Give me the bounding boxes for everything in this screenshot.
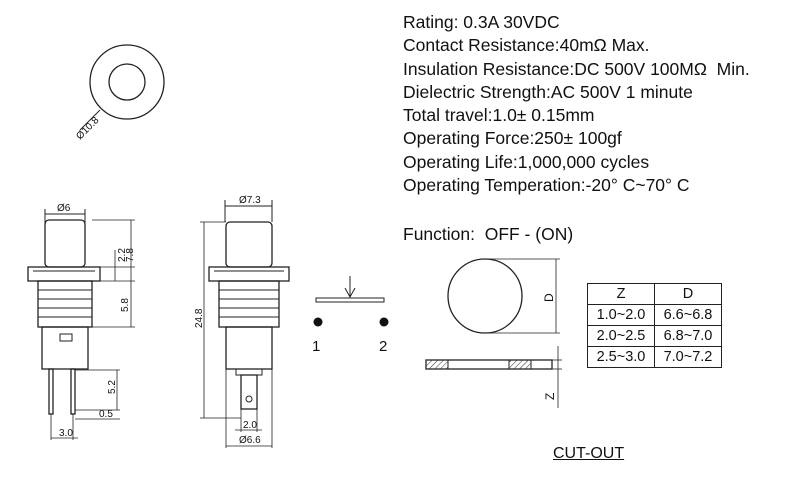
side-bottom-diameter-label: Ø6.6 (239, 435, 261, 446)
side-threaded-body (218, 280, 280, 328)
side-view: Ø7.3 24.8 2.0 Ø6.6 (194, 195, 290, 448)
cutout-z-label: Z (543, 393, 557, 400)
front-dim-pin-len: 5.2 (107, 380, 118, 394)
front-pin-left (48, 368, 54, 415)
side-dim-pin: 2.0 (243, 420, 257, 431)
schematic-arrow (344, 287, 356, 299)
front-dim-pin-thk: 0.5 (99, 409, 113, 420)
schematic-terminal-1 (313, 317, 323, 327)
front-head-diameter-label: Ø6 (57, 203, 71, 214)
table-cell: 1.0~2.0 (587, 304, 655, 326)
front-cap (44, 219, 86, 268)
side-lower-body (225, 326, 273, 370)
spec-operating-life: Operating Life:1,000,000 cycles (403, 151, 650, 172)
cutout-hole (447, 258, 523, 334)
function-label: Function: OFF - (ON) (403, 224, 574, 244)
table-cell: 7.0~7.2 (654, 346, 722, 368)
spec-operating-force: Operating Force:250± 100gf (403, 128, 622, 149)
table-cell: 2.0~2.5 (587, 325, 655, 347)
table-row: 2.0~2.5 6.8~7.0 (587, 325, 722, 347)
schematic-terminal-2 (379, 317, 389, 327)
switch-schematic: 1 2 (312, 276, 389, 355)
table-row: 1.0~2.0 6.6~6.8 (587, 304, 722, 326)
spec-insulation-resistance: Insulation Resistance:DC 500V 100MΩ Min. (403, 58, 750, 79)
side-flange (208, 266, 290, 282)
table-header-z: Z (587, 283, 655, 305)
spec-contact-resistance: Contact Resistance:40mΩ Max. (403, 35, 650, 56)
front-dim-pin-pitch: 3.0 (59, 428, 73, 439)
cutout-view: D Z (425, 258, 562, 408)
side-cap (225, 221, 273, 268)
cutout-caption: CUT-OUT (553, 445, 625, 462)
schematic-pin1-label: 1 (312, 338, 320, 355)
top-view: Ø10.8 (74, 44, 165, 142)
cutout-d-label: D (542, 293, 556, 302)
table-header-d: D (654, 283, 722, 305)
table-cell: 6.6~6.8 (654, 304, 722, 326)
front-dim-total-top: 7.8 (125, 248, 136, 262)
side-dim-total: 24.8 (194, 308, 205, 328)
top-view-outer-circle (89, 44, 165, 120)
spec-total-travel: Total travel:1.0± 0.15mm (403, 105, 595, 126)
side-pin (240, 374, 258, 410)
front-lower-body (41, 326, 89, 370)
front-threaded-body (37, 280, 93, 328)
top-view-diameter-label: Ø10.8 (74, 115, 101, 142)
spec-dielectric-strength: Dielectric Strength:AC 500V 1 minute (403, 81, 693, 102)
table-header-row: Z D (587, 283, 722, 305)
spec-operating-temperature: Operating Temperation:-20° C~70° C (403, 175, 690, 196)
front-pin-right (70, 368, 76, 415)
side-head-diameter-label: Ø7.3 (239, 195, 261, 206)
spec-list: Rating: 0.3A 30VDC Contact Resistance:40… (403, 11, 750, 197)
table-cell: 2.5~3.0 (587, 346, 655, 368)
front-flange (27, 266, 101, 282)
z-d-table: Z D 1.0~2.0 6.6~6.8 2.0~2.5 6.8~7.0 2.5~… (587, 283, 722, 368)
spec-rating: Rating: 0.3A 30VDC (403, 12, 560, 32)
front-view: Ø6 2.2 7.8 5.8 5.2 0.5 (27, 203, 136, 440)
front-dim-mid: 5.8 (120, 298, 131, 312)
schematic-contact-bar (315, 297, 385, 303)
table-row: 2.5~3.0 7.0~7.2 (587, 346, 722, 368)
schematic-pin2-label: 2 (379, 338, 387, 355)
top-view-inner-circle (108, 63, 146, 101)
table-cell: 6.8~7.0 (654, 325, 722, 347)
front-dim-head: 2.2 (117, 248, 128, 262)
top-view-leader (79, 109, 101, 131)
